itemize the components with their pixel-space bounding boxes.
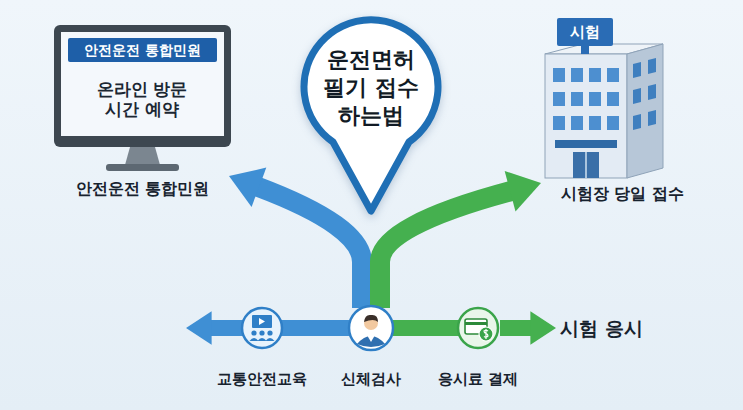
monitor-box: 안전운전 통합민원온라인 방문 시간 예약안전운전 통합민원 (50, 25, 235, 200)
shape-part (648, 110, 656, 126)
shape-part (251, 330, 256, 335)
building-illustration (535, 12, 710, 207)
shape-part (585, 152, 587, 178)
arrow-shaft (500, 320, 532, 336)
end-step: 시험 응시 (560, 314, 660, 342)
flow-arrow (229, 168, 362, 308)
shape-part (242, 308, 282, 348)
shape-part (571, 92, 583, 106)
step-circle: 교통안전교육 (212, 306, 312, 394)
step-circle: 신체검사 (321, 306, 421, 394)
shape-part (267, 330, 272, 335)
shape-part (367, 335, 375, 342)
shape-part (252, 315, 272, 328)
building-sign: 시험 (557, 18, 613, 46)
shape-part (573, 152, 599, 178)
shape-part (465, 322, 487, 325)
shape-part (349, 306, 393, 350)
shape-part (364, 315, 378, 322)
shape-part (259, 330, 264, 335)
shape-part (607, 92, 619, 106)
node-caption: 시험장 당일 접수 (535, 183, 710, 205)
shape-part (571, 68, 583, 82)
step-circle: 응시료 결제 (428, 306, 528, 394)
callout-title: 운전면허 필기 접수 하는법 (321, 34, 421, 142)
shape-part (557, 18, 613, 46)
shape-part (479, 327, 493, 341)
shape-part (458, 308, 498, 348)
flow-arrow (380, 171, 541, 308)
screen-body: 온라인 방문 시간 예약 (87, 69, 197, 129)
shape-part (545, 54, 627, 178)
shape-part (357, 336, 385, 347)
shape-part (250, 338, 275, 341)
step-label: 응시료 결제 (428, 368, 528, 390)
shape-part (633, 114, 641, 130)
shape-part (589, 92, 601, 106)
payment-icon (456, 306, 500, 350)
flow-arrow (500, 311, 556, 345)
shape-part (627, 44, 663, 178)
step-label: 신체검사 (321, 368, 421, 390)
arrow-head (530, 311, 556, 345)
step-label: 교통안전교육 (212, 368, 312, 390)
shape-part (633, 62, 641, 78)
shape-part (648, 58, 656, 74)
shape-part (553, 68, 565, 82)
shape-part (553, 92, 565, 106)
flow-arrow (186, 311, 349, 345)
shape-part (125, 147, 160, 165)
building-box: 시험시험장 당일 접수 (535, 12, 710, 207)
arrow-head (229, 168, 266, 207)
shape-part (607, 116, 619, 130)
pin-callout: 운전면허 필기 접수 하는법 (296, 12, 446, 217)
arrow-head (505, 171, 541, 212)
shape-part (259, 318, 265, 325)
shape-part (589, 116, 601, 130)
shape-part (106, 164, 179, 171)
arrow-head (186, 311, 212, 345)
shape-part (54, 25, 231, 147)
shape-part (607, 68, 619, 82)
shape-part (61, 32, 224, 136)
shape-part (581, 46, 589, 54)
shape-part (555, 140, 617, 148)
arrow-shaft (257, 187, 362, 308)
shape-part (571, 116, 583, 130)
screen-header: 안전운전 통합민원 (68, 38, 217, 62)
shape-part (633, 88, 641, 104)
arrow-shaft (380, 191, 512, 308)
shape-part (553, 116, 565, 130)
step-label: 시험 응시 (560, 314, 660, 342)
shape-part (589, 68, 601, 82)
education-icon (240, 306, 284, 350)
shape-part (648, 84, 656, 100)
doctor-icon (347, 304, 395, 352)
node-caption: 안전운전 통합민원 (50, 178, 235, 200)
shape-part (304, 20, 438, 211)
shape-part (484, 329, 488, 339)
